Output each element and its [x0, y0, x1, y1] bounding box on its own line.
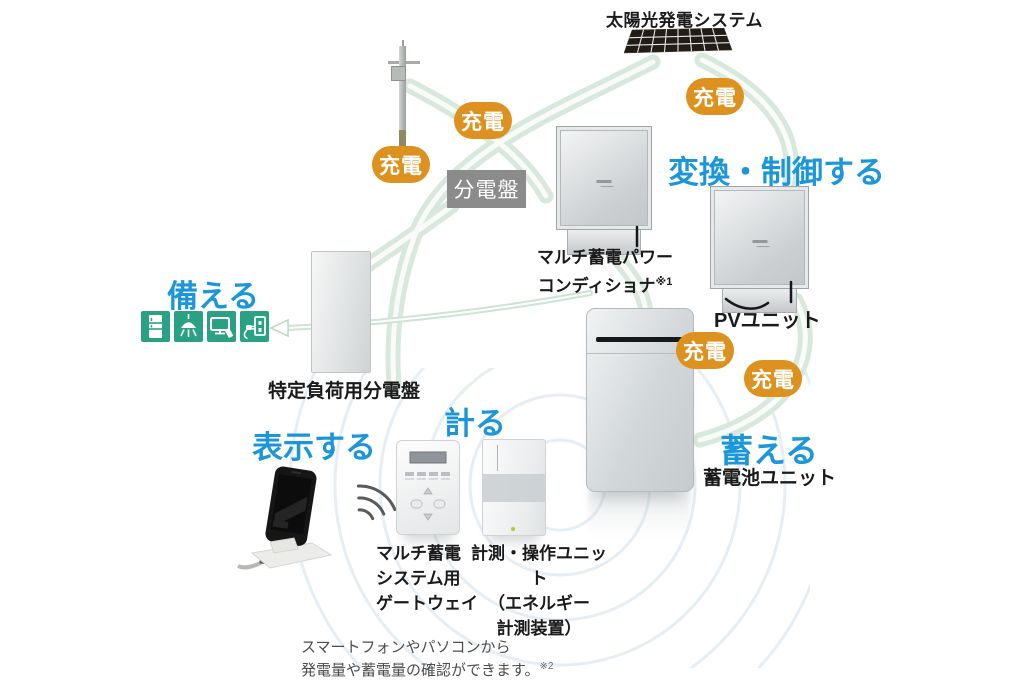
load-distribution-cabinet — [311, 251, 371, 373]
pv-unit — [710, 186, 809, 313]
battery-vent-slot — [596, 337, 684, 342]
heading-display: 表示する — [252, 430, 376, 465]
charge-badge: 充電 — [676, 332, 734, 369]
solar-panel-illustration — [624, 28, 733, 54]
measurement-unit-device — [482, 439, 546, 536]
battery-unit — [586, 308, 694, 492]
pv-unit-label: PVユニット — [714, 310, 821, 332]
load-panel-label: 特定負荷用分電盤 — [268, 381, 421, 402]
pendant-light-icon — [174, 311, 203, 342]
measurement-unit-band — [483, 474, 545, 502]
tv-icon — [207, 311, 236, 342]
gateway-label-line3: ゲートウェイ — [376, 594, 478, 613]
charge-badge: 充電 — [686, 78, 744, 115]
power-conditioner-panel — [556, 126, 652, 230]
measurement-unit-label: 計測・操作ユニット （エネルギー 計測装置） — [468, 541, 610, 641]
gateway-label-line2: システム用 — [376, 569, 461, 588]
gateway-display — [409, 451, 447, 464]
measurement-unit-slot — [497, 445, 498, 471]
power-conditioner-label: マルチ蓄電パワー コンディショナ※1 — [519, 246, 691, 299]
footnote-ref-1: ※1 — [655, 276, 673, 288]
fridge-icon — [141, 311, 170, 342]
pole-tip — [402, 40, 404, 50]
footnote-line1: スマートフォンやパソコンから — [301, 639, 511, 656]
distribution-board-label: 分電盤 — [447, 170, 526, 208]
appliance-icon-row — [141, 311, 269, 342]
pole-transformer — [391, 66, 406, 81]
measurement-label-line3: 計測装置） — [496, 619, 582, 638]
footnote-ref-2: ※2 — [539, 661, 554, 672]
power-conditioner-label-line1: マルチ蓄電パワー — [537, 248, 673, 267]
charge-badge: 充電 — [454, 102, 512, 139]
wireless-signal-icon — [356, 484, 397, 521]
smartphone — [265, 466, 317, 546]
charge-badge: 充電 — [744, 360, 802, 397]
maker-logo — [752, 239, 767, 243]
outlet-plug-icon — [240, 311, 269, 342]
pv-unit-panel — [710, 186, 809, 289]
footnote-text: スマートフォンやパソコンから 発電量や蓄電量の確認ができます。※2 — [301, 638, 553, 680]
battery-reflection — [588, 491, 690, 539]
heading-convert-control: 変換・制御する — [668, 155, 885, 190]
heading-measure: 計る — [444, 406, 506, 441]
measurement-label-line1: 計測・操作ユニット — [471, 544, 607, 588]
status-led — [511, 527, 515, 531]
gateway-label: マルチ蓄電 システム用 ゲートウェイ — [376, 541, 478, 616]
smartphone-dock-illustration — [237, 466, 333, 570]
power-conditioner-label-line2: コンディショナ — [537, 276, 656, 296]
arrowhead-icon — [269, 318, 289, 338]
battery-unit-label: 蓄電池ユニット — [703, 468, 837, 489]
solar-system-title: 太陽光発電システム — [606, 11, 763, 30]
maker-logo — [596, 180, 612, 184]
power-conditioner-unit — [556, 126, 652, 255]
heading-prepare: 備える — [167, 279, 260, 314]
charge-badge: 充電 — [372, 146, 430, 183]
footnote-line2: 発電量や蓄電量の確認ができます。 — [301, 662, 540, 679]
gateway-device — [396, 440, 460, 535]
gateway-label-line1: マルチ蓄電 — [376, 544, 461, 563]
measurement-label-line2: （エネルギー — [488, 594, 590, 613]
